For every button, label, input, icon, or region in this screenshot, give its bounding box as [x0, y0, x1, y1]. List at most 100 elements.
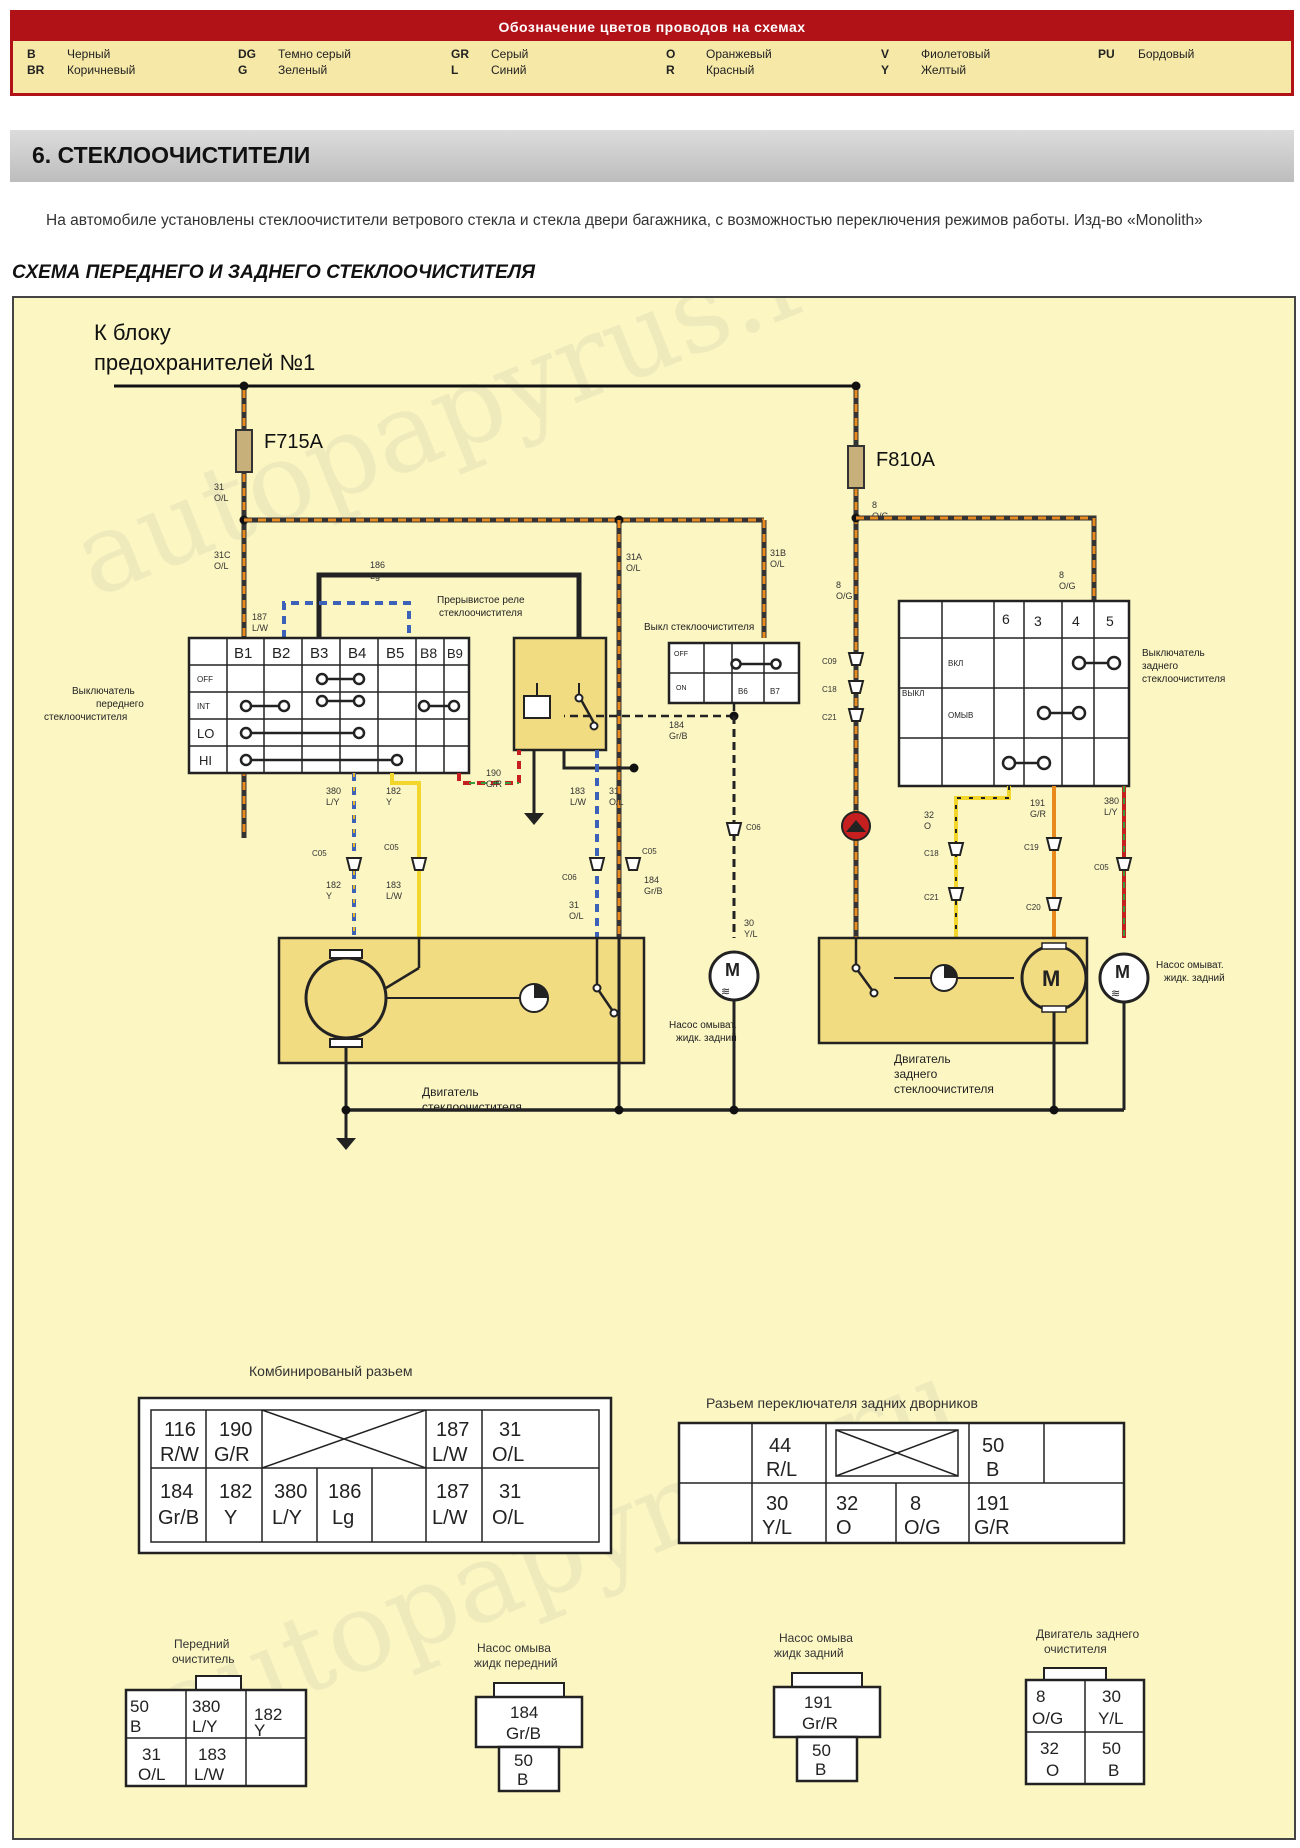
svg-text:ON: ON — [676, 685, 687, 692]
svg-text:8: 8 — [1036, 1687, 1045, 1706]
junction-dot — [851, 381, 861, 391]
svg-text:Gr/B: Gr/B — [669, 731, 688, 741]
svg-text:L/Y: L/Y — [192, 1717, 218, 1736]
svg-text:заднего: заднего — [894, 1067, 938, 1081]
svg-text:ВЫКЛ: ВЫКЛ — [902, 689, 924, 698]
svg-text:B: B — [1108, 1761, 1119, 1780]
svg-text:30: 30 — [744, 918, 754, 928]
svg-text:30: 30 — [1102, 1687, 1121, 1706]
svg-text:G/R: G/R — [214, 1444, 250, 1466]
svg-text:Gr/B: Gr/B — [506, 1724, 541, 1743]
svg-text:L/W: L/W — [570, 797, 587, 807]
svg-text:C06: C06 — [746, 823, 761, 832]
svg-text:Y/L: Y/L — [1098, 1709, 1124, 1728]
svg-text:Двигатель: Двигатель — [422, 1085, 479, 1099]
svg-text:стеклоочистителя: стеклоочистителя — [44, 712, 127, 723]
svg-text:O/L: O/L — [214, 561, 229, 571]
svg-text:B6: B6 — [738, 687, 748, 696]
svg-text:O: O — [1046, 1761, 1059, 1780]
svg-text:L/Y: L/Y — [1104, 807, 1118, 817]
svg-text:O/G: O/G — [1032, 1709, 1063, 1728]
svg-text:C06: C06 — [562, 873, 577, 882]
svg-text:8: 8 — [1059, 570, 1064, 580]
svg-text:183: 183 — [386, 880, 401, 890]
svg-text:O/G: O/G — [904, 1517, 941, 1539]
svg-text:50: 50 — [514, 1751, 533, 1770]
svg-text:184: 184 — [669, 720, 684, 730]
rear-switch-connector: Разьем переключателя задних дворников 44… — [677, 1395, 1126, 1545]
svg-text:G/R: G/R — [1030, 809, 1047, 819]
svg-text:4: 4 — [1072, 613, 1080, 629]
svg-text:O/L: O/L — [609, 797, 624, 807]
front-switch-wires: 190 G/R 380 L/Y 182 Y 183 L/W 31 O/L C05… — [312, 716, 761, 939]
svg-text:стеклоочистителя: стеклоочистителя — [1142, 674, 1225, 685]
front-washer-pump: M ≋ Насос омыват. жидк. задний — [669, 950, 760, 1044]
svg-text:C05: C05 — [642, 847, 657, 856]
svg-text:50: 50 — [982, 1435, 1004, 1457]
svg-text:O/L: O/L — [770, 559, 785, 569]
rear-fuse-branch: F810A 8 O/G 8 O/G 8 O/G C09 C18 C21 — [822, 390, 1097, 938]
front-wiper-switch: B1 B2 B3 B4 B5 B8 B9 OFF INT LO HI Выклю… — [44, 636, 471, 775]
svg-text:G/R: G/R — [974, 1517, 1010, 1539]
svg-text:стеклоочистителя: стеклоочистителя — [422, 1100, 522, 1114]
svg-text:Насос омыват.: Насос омыват. — [669, 1020, 737, 1031]
junction-dot — [239, 381, 249, 391]
svg-text:B7: B7 — [770, 687, 780, 696]
svg-text:8: 8 — [910, 1493, 921, 1515]
svg-text:Lg: Lg — [370, 571, 380, 581]
svg-text:Двигатель заднего: Двигатель заднего — [1036, 1627, 1140, 1641]
svg-text:Насос омыва: Насос омыва — [779, 1631, 853, 1645]
svg-text:B1: B1 — [234, 645, 252, 662]
intro-text: На автомобиле установлены стеклоочистите… — [46, 212, 1203, 229]
svg-text:Lg: Lg — [332, 1507, 354, 1529]
svg-text:B9: B9 — [447, 646, 463, 661]
svg-text:O/G: O/G — [1059, 581, 1076, 591]
svg-text:50: 50 — [812, 1741, 831, 1760]
rear-switch-wires: 32 O 191 G/R 380 L/Y C18 C21 C19 C20 C05 — [924, 786, 1133, 938]
svg-text:Gr/B: Gr/B — [158, 1507, 199, 1529]
rear-washer-pump: M ≋ Насос омыват. жидк. задний — [1098, 952, 1225, 1110]
svg-text:≋: ≋ — [721, 986, 730, 998]
source-label-line2: предохранителей №1 — [94, 350, 315, 375]
svg-text:R/L: R/L — [766, 1459, 797, 1481]
svg-text:50: 50 — [1102, 1739, 1121, 1758]
svg-text:6: 6 — [1002, 611, 1010, 627]
svg-text:31: 31 — [499, 1481, 521, 1503]
svg-text:Выключатель: Выключатель — [72, 686, 135, 697]
rear-wiper-motor: M Двигатель заднего стеклоочистителя — [817, 936, 1089, 1110]
svg-text:31: 31 — [214, 482, 224, 492]
svg-text:31C: 31C — [214, 550, 231, 560]
svg-text:≋: ≋ — [1111, 988, 1120, 1000]
svg-text:184: 184 — [644, 875, 659, 885]
svg-text:Двигатель: Двигатель — [894, 1052, 951, 1066]
svg-text:Gr/B: Gr/B — [644, 886, 663, 896]
svg-text:C09: C09 — [822, 657, 837, 666]
wire-186: 186 Lg 187 L/W — [252, 560, 582, 683]
svg-text:191: 191 — [976, 1493, 1009, 1515]
svg-text:Выключатель: Выключатель — [1142, 648, 1205, 659]
svg-text:C19: C19 — [1024, 843, 1039, 852]
svg-text:C21: C21 — [822, 713, 837, 722]
svg-text:C05: C05 — [312, 849, 327, 858]
svg-text:3: 3 — [1034, 613, 1042, 629]
svg-text:183: 183 — [570, 786, 585, 796]
fuse-label-f715a: F715A — [264, 431, 324, 453]
diagram-subtitle: СХЕМА ПЕРЕДНЕГО И ЗАДНЕГО СТЕКЛООЧИСТИТЕ… — [12, 262, 535, 283]
svg-text:32: 32 — [1040, 1739, 1059, 1758]
svg-text:O/L: O/L — [138, 1765, 165, 1784]
svg-text:184: 184 — [510, 1703, 538, 1722]
svg-text:31: 31 — [609, 786, 619, 796]
section-header: 6. СТЕКЛООЧИСТИТЕЛИ — [10, 130, 1294, 182]
svg-text:O/L: O/L — [569, 911, 584, 921]
svg-text:Выкл стеклоочистителя: Выкл стеклоочистителя — [644, 622, 754, 633]
